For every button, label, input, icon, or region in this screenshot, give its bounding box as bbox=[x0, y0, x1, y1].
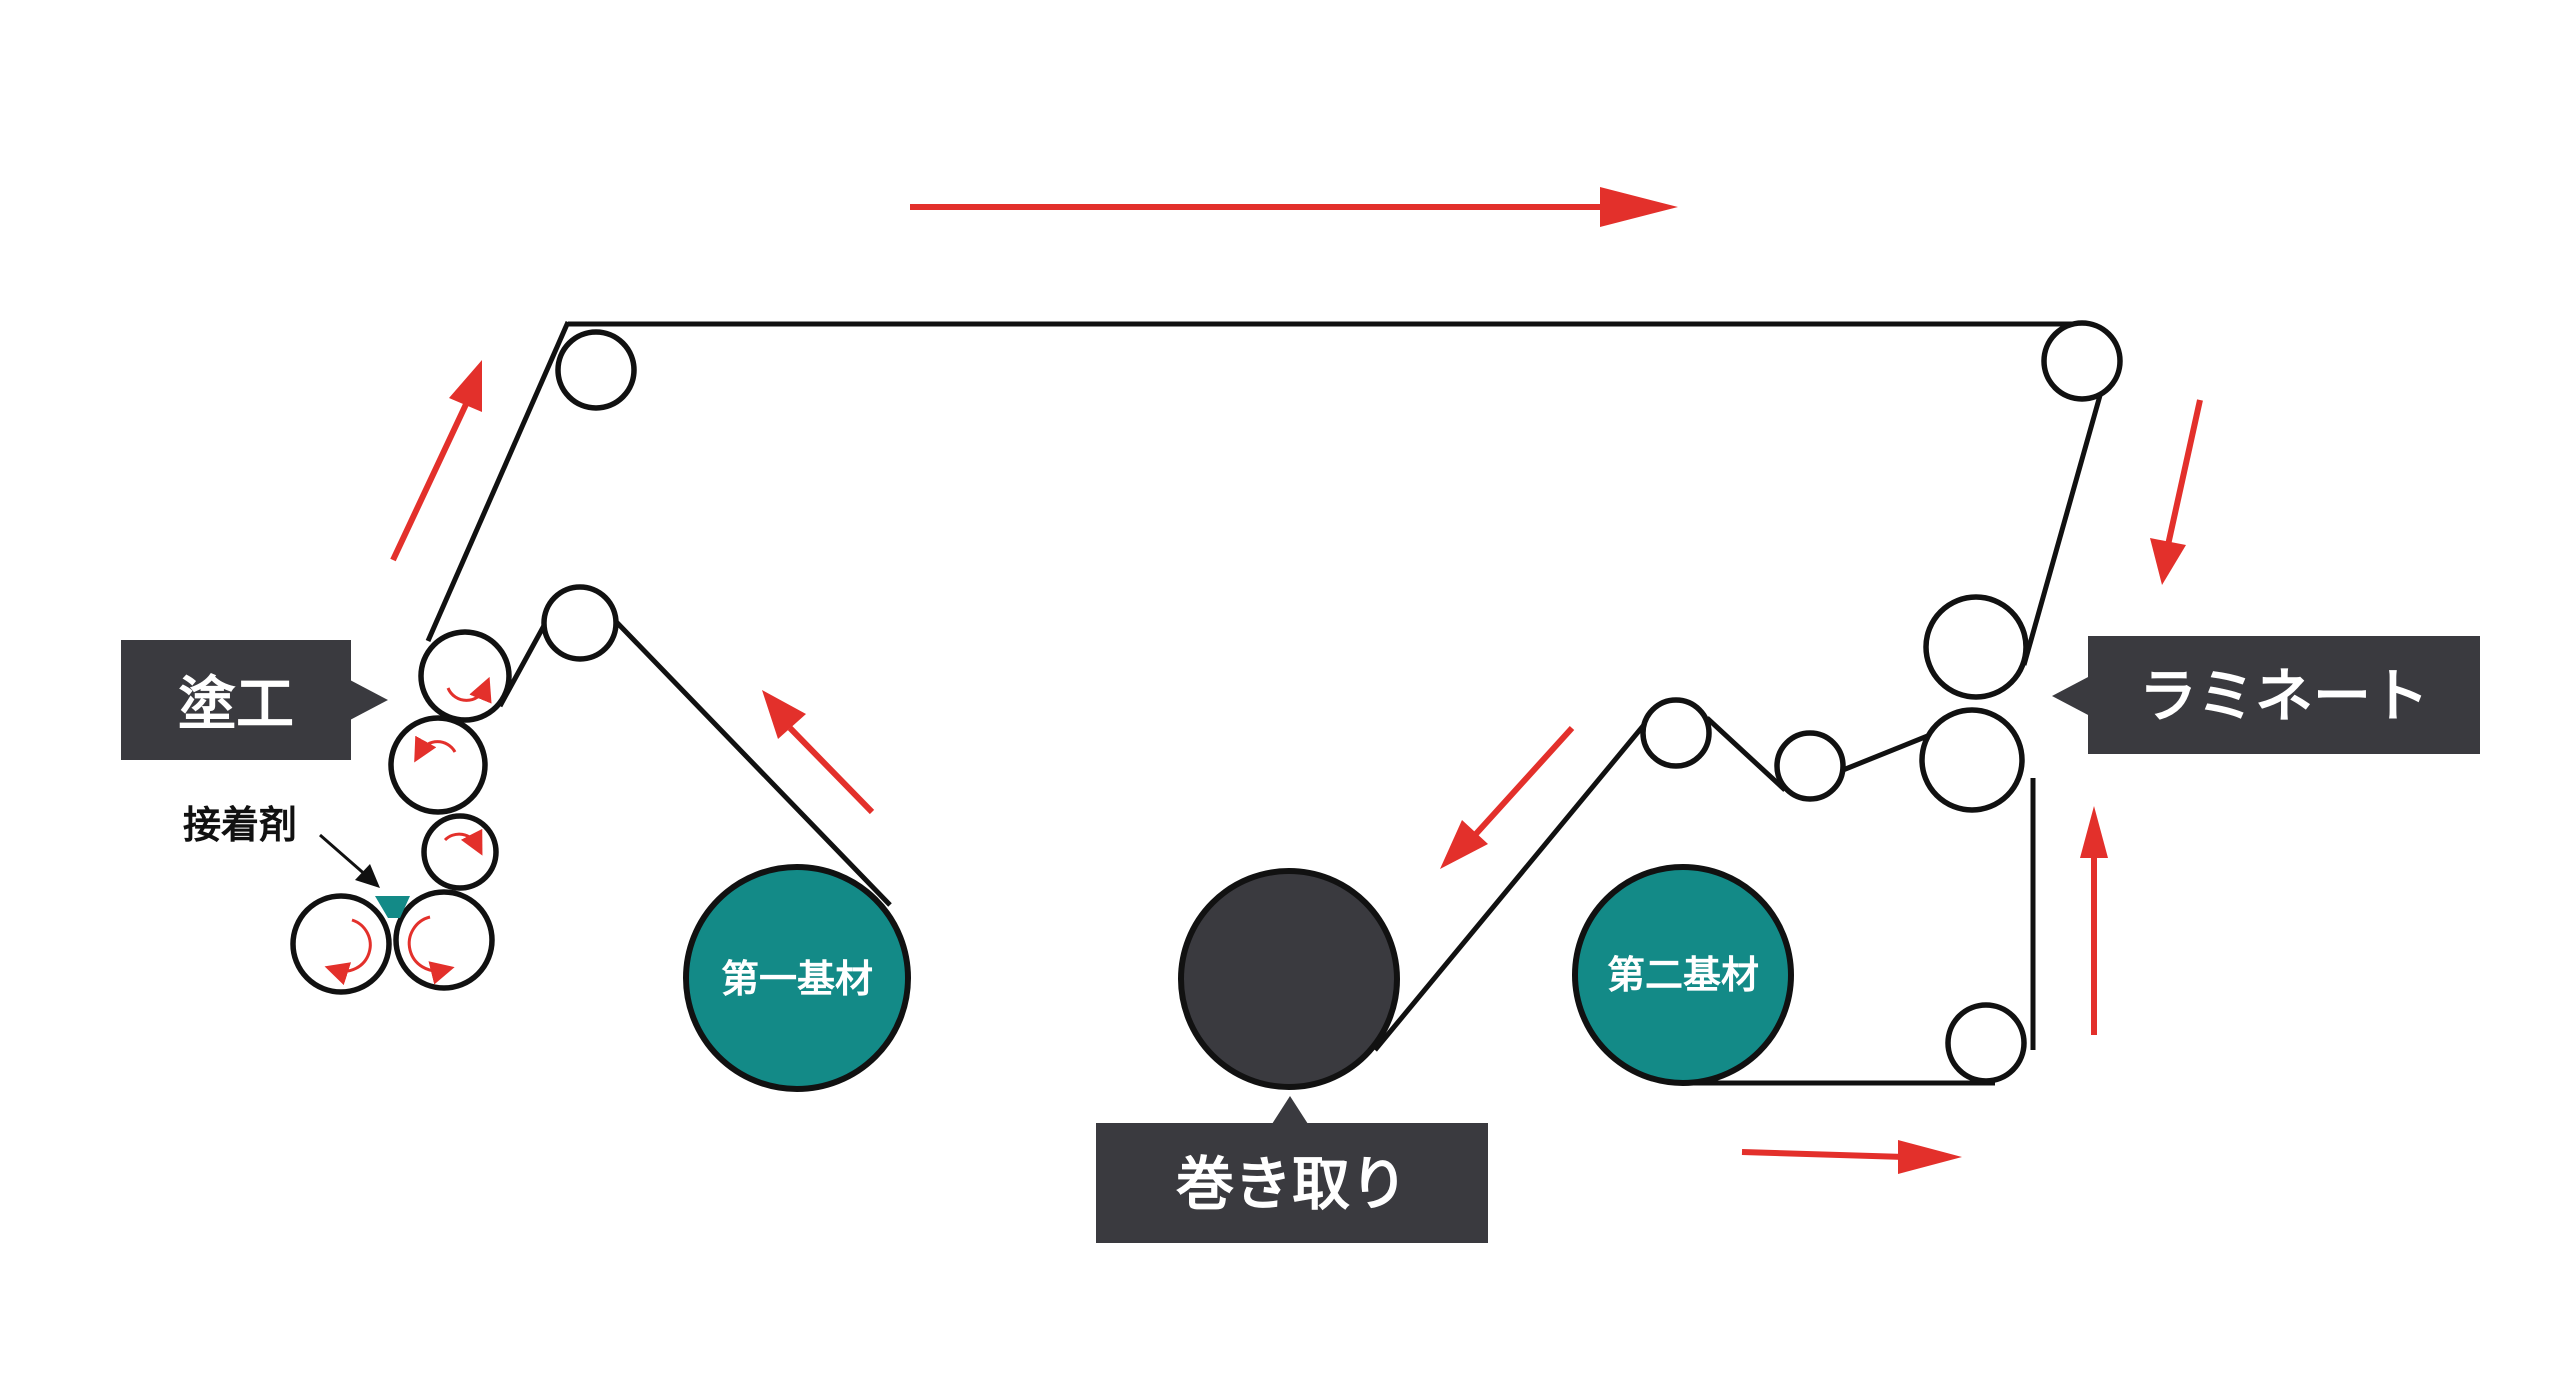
winding-roll bbox=[1178, 868, 1400, 1090]
winding-roll-circle bbox=[1178, 868, 1400, 1090]
laminate-pointer bbox=[2052, 676, 2090, 716]
rotation-arrow bbox=[324, 918, 372, 986]
flow-arrow-to-winding bbox=[1472, 725, 1575, 838]
arrow-head bbox=[1898, 1140, 1962, 1174]
winding-label-box bbox=[1096, 1123, 1488, 1243]
first-substrate-label: 第一基材 bbox=[721, 957, 873, 1001]
coating-roller-2 bbox=[388, 715, 488, 815]
flow-arrow-right-down bbox=[2165, 399, 2203, 546]
arrow-head bbox=[2150, 538, 2186, 585]
winding-label: 巻き取り bbox=[1176, 1150, 1408, 1218]
flow-arrow-substrate1 bbox=[787, 725, 875, 815]
rotation-arrow bbox=[443, 828, 483, 856]
web-segment bbox=[425, 320, 571, 643]
coating-roller-3 bbox=[421, 813, 499, 891]
guide-roller-small bbox=[1640, 697, 1712, 769]
rotation-arrow bbox=[407, 915, 455, 985]
laminate-roller-upper bbox=[1923, 594, 2029, 700]
rotation-arrows bbox=[324, 676, 492, 986]
web-segment bbox=[1842, 732, 1931, 773]
arrow-head bbox=[2080, 806, 2108, 858]
web-segment bbox=[2021, 359, 2113, 666]
second-substrate-label: 第二基材 bbox=[1607, 953, 1759, 997]
adhesive-pointer-line bbox=[319, 833, 369, 879]
second-substrate-roll: 第二基材 bbox=[1572, 864, 1794, 1086]
guide-roller-mid bbox=[1774, 730, 1846, 802]
top-right-roller bbox=[2041, 320, 2123, 402]
arrow-head bbox=[762, 690, 806, 739]
coating-label-box bbox=[121, 640, 351, 760]
web-path bbox=[425, 320, 2113, 1086]
laminate-callout: ラミネート bbox=[2052, 636, 2480, 754]
adhesive-callout: 接着剤 bbox=[183, 803, 380, 888]
top-left-roller bbox=[555, 329, 637, 411]
winding-pointer bbox=[1272, 1096, 1308, 1124]
first-substrate-circle bbox=[683, 864, 911, 1092]
rollers bbox=[290, 320, 2123, 1084]
winding-callout: 巻き取り bbox=[1096, 1096, 1488, 1243]
web-segment bbox=[1373, 718, 1650, 1052]
laminate-label-box bbox=[2088, 636, 2480, 754]
coating-roller-1 bbox=[418, 629, 512, 723]
coating-label: 塗工 bbox=[178, 670, 294, 738]
arrow-head bbox=[1600, 187, 1678, 227]
guide-roller-left bbox=[541, 584, 619, 662]
coating-callout: 塗工 bbox=[121, 640, 388, 760]
coating-pointer bbox=[350, 680, 388, 720]
bottom-right-roller bbox=[1945, 1002, 2027, 1084]
laminate-roller-lower bbox=[1919, 707, 2025, 813]
flow-arrows bbox=[390, 187, 2203, 1174]
second-substrate-circle bbox=[1572, 864, 1794, 1086]
arrow-head bbox=[449, 360, 482, 412]
laminate-label: ラミネート bbox=[2139, 662, 2429, 730]
rotation-arrow bbox=[446, 676, 492, 704]
coating-roller-5 bbox=[290, 893, 392, 995]
flow-arrow-left-up bbox=[390, 398, 471, 562]
flow-arrow-bottom bbox=[1741, 1149, 1906, 1160]
web-segment bbox=[598, 603, 892, 907]
first-substrate-roll: 第一基材 bbox=[683, 864, 911, 1092]
web-segment bbox=[1705, 716, 1787, 792]
adhesive-pool bbox=[375, 896, 410, 918]
arrow-head bbox=[1440, 820, 1488, 869]
adhesive-label: 接着剤 bbox=[183, 803, 297, 847]
adhesive-pointer-head bbox=[355, 864, 380, 888]
rotation-arrow bbox=[414, 735, 457, 763]
